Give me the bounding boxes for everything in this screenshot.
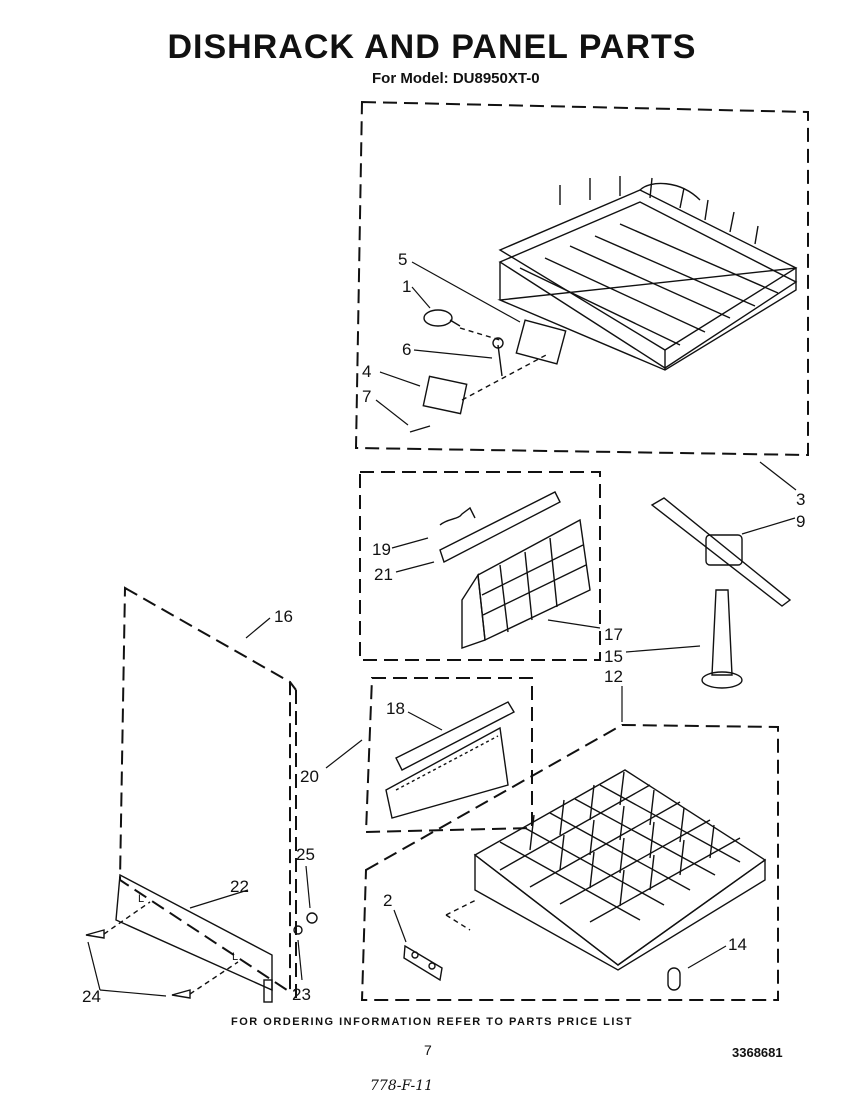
callout-6: 6	[402, 340, 411, 359]
basket-handle-bar	[439, 491, 561, 563]
callout-25: 25	[296, 845, 315, 864]
rack-hardware-parts	[409, 309, 567, 433]
callout-numbers: 5 1 6 4 7 3 9 19 21 17 15 12 18 20 16 2 …	[82, 250, 805, 1006]
panel-washer	[306, 912, 318, 924]
callout-22: 22	[230, 877, 249, 896]
rack-roller	[423, 309, 453, 327]
callout-16: 16	[274, 607, 293, 626]
silverware-basket-group-outline	[359, 471, 601, 661]
callout-9: 9	[796, 512, 805, 531]
callout-12: 12	[604, 667, 623, 686]
callout-21: 21	[374, 565, 393, 584]
ordering-note: FOR ORDERING INFORMATION REFER TO PARTS …	[231, 1016, 633, 1028]
stop-clip	[409, 425, 431, 433]
callout-5: 5	[398, 250, 407, 269]
panel-nut	[293, 925, 303, 935]
rack-tine-cap	[667, 967, 681, 991]
basket-clip	[439, 506, 476, 526]
svg-text:L: L	[232, 951, 238, 963]
lower-rack-group-outline	[360, 723, 779, 1001]
lower-dishrack	[403, 769, 767, 991]
handwritten-note: 778-F-11	[370, 1078, 434, 1094]
wall-rack-group-outline	[364, 677, 533, 834]
upper-dishrack	[497, 176, 798, 371]
silverware-basket	[439, 491, 591, 649]
panel-screw-right	[171, 989, 191, 999]
callout-14: 14	[728, 935, 747, 954]
wall-rack	[385, 701, 515, 819]
door-panel-hardware: L L	[85, 873, 318, 1003]
roller-stud	[449, 319, 461, 327]
callout-23: 23	[292, 985, 311, 1004]
callout-7: 7	[362, 387, 371, 406]
callout-1: 1	[402, 277, 411, 296]
callout-20: 20	[300, 767, 319, 786]
page-number: 7	[424, 1042, 432, 1058]
callout-3: 3	[796, 490, 805, 509]
callout-17: 17	[604, 625, 623, 644]
door-panel-outline	[118, 586, 291, 994]
leader-lines	[87, 261, 797, 997]
document-number: 3368681	[732, 1045, 783, 1060]
door-panel-edge	[289, 681, 297, 691]
model-line: For Model: DU8950XT-0	[372, 70, 540, 87]
adjuster-screw	[497, 344, 503, 377]
spray-tower	[711, 589, 733, 676]
callout-24: 24	[82, 987, 101, 1006]
svg-text:L: L	[138, 893, 144, 905]
callout-19: 19	[372, 540, 391, 559]
lower-spray-arm	[650, 497, 792, 689]
upper-rack-group-outline	[354, 100, 809, 457]
callout-2: 2	[383, 891, 392, 910]
page-title: DISHRACK AND PANEL PARTS	[167, 28, 697, 66]
lower-rack-wheel	[403, 944, 443, 982]
panel-screw-left	[85, 929, 105, 939]
callout-18: 18	[386, 699, 405, 718]
rack-adjuster	[515, 319, 567, 365]
rack-stop	[422, 375, 468, 415]
callout-15: 15	[604, 647, 623, 666]
callout-4: 4	[362, 362, 371, 381]
